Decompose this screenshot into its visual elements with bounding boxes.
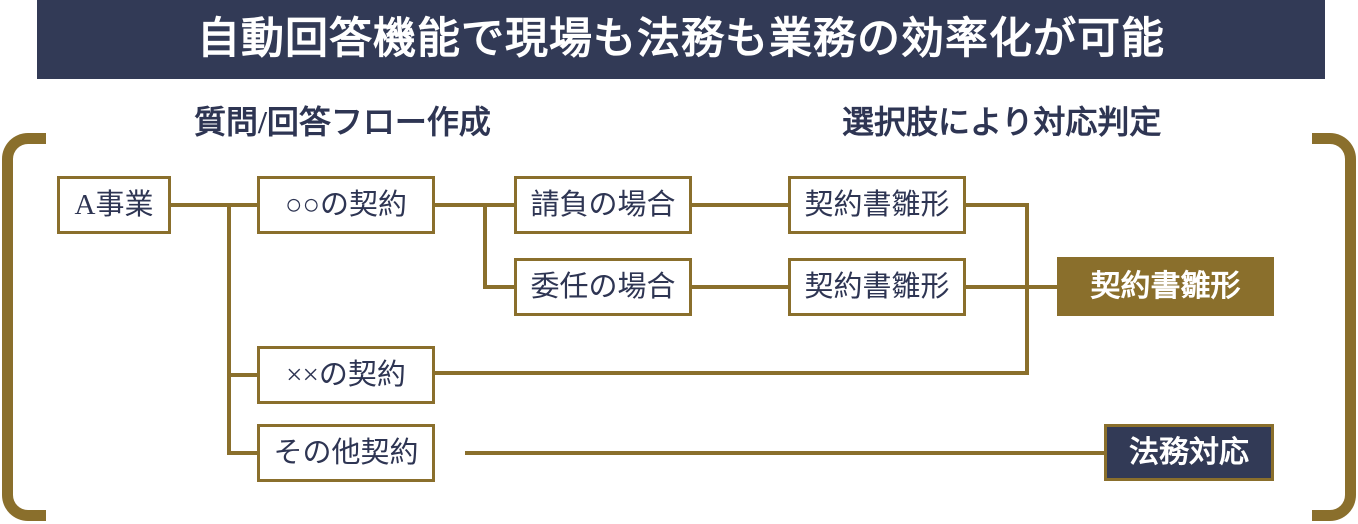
flow-node-label: 委任の場合 [530, 270, 676, 303]
section-heading-response-decision: 選択肢により対応判定 [842, 104, 1162, 140]
flow-node-label: 契約書雛形 [1090, 269, 1241, 303]
connector-root-to-trunk [171, 203, 229, 207]
connector-contract-3-to-legal [465, 451, 1106, 455]
connector-right-merge-trunk [1025, 203, 1029, 375]
flow-node-label: A事業 [74, 188, 154, 221]
flow-node-label: ××の契約 [286, 358, 406, 391]
connector-inin-to-template [692, 285, 790, 289]
connector-template-2-out [966, 285, 1059, 289]
connector-condition-split-trunk [483, 203, 487, 289]
flow-node-template-2[interactable]: 契約書雛形 [788, 258, 966, 316]
flow-node-label: 法務対応 [1129, 435, 1249, 469]
section-heading-flow-creation: 質問/回答フロー作成 [194, 104, 491, 140]
connector-branch-contract-3 [227, 451, 259, 455]
flow-node-template-1[interactable]: 契約書雛形 [788, 176, 966, 234]
title-bar: 自動回答機能で現場も法務も業務の効率化が可能 [37, 0, 1325, 79]
flow-node-condition-ukeoi[interactable]: 請負の場合 [514, 176, 692, 234]
flow-node-label: その他契約 [273, 436, 419, 469]
flow-node-result-contract-template[interactable]: 契約書雛形 [1057, 257, 1274, 316]
connector-ukeoi-to-template [692, 203, 790, 207]
decorative-bracket-right [1312, 133, 1356, 521]
connector-left-trunk [227, 203, 231, 454]
page-title: 自動回答機能で現場も法務も業務の効率化が可能 [197, 16, 1165, 63]
flow-node-contract-1[interactable]: ○○の契約 [257, 176, 435, 234]
connector-split-to-inin [483, 285, 516, 289]
connector-contract-2-to-merge [435, 371, 1027, 375]
flow-node-label: ○○の契約 [284, 188, 408, 221]
connector-branch-contract-2 [227, 373, 259, 377]
flow-node-contract-3[interactable]: その他契約 [257, 424, 435, 482]
flow-node-root-business[interactable]: A事業 [57, 176, 171, 234]
flow-node-label: 契約書雛形 [804, 188, 950, 221]
connector-split-to-ukeoi [483, 203, 516, 207]
flow-node-contract-2[interactable]: ××の契約 [257, 346, 435, 404]
connector-contract-1-out [435, 203, 485, 207]
flow-node-condition-inin[interactable]: 委任の場合 [514, 258, 692, 316]
flow-node-label: 契約書雛形 [804, 270, 950, 303]
connector-branch-contract-1 [227, 203, 259, 207]
decorative-bracket-left [2, 133, 46, 521]
connector-template-1-out [966, 203, 1029, 207]
connector-merge-to-result-doc [1025, 285, 1059, 289]
flow-node-result-legal-response[interactable]: 法務対応 [1104, 424, 1274, 481]
flow-node-label: 請負の場合 [530, 188, 676, 221]
